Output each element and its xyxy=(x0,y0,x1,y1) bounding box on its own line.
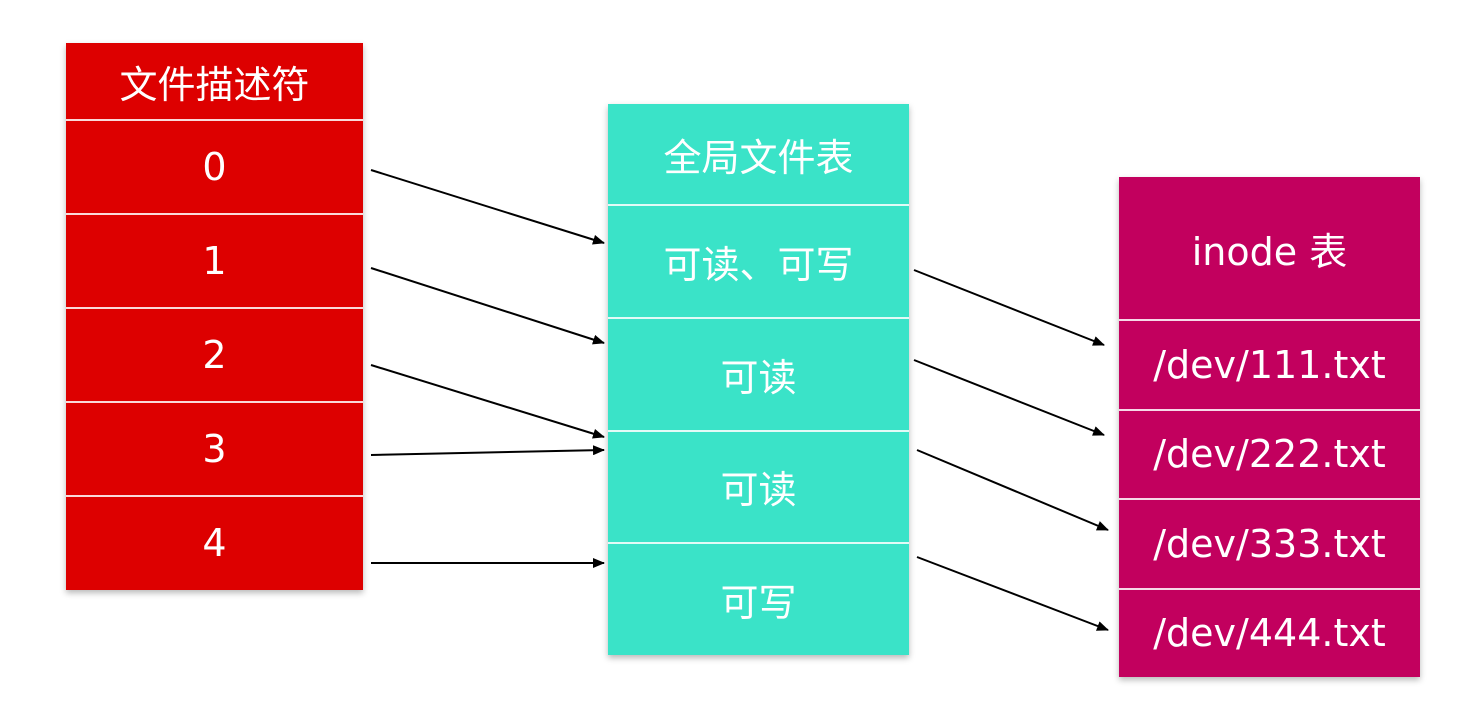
fd-table-header: 文件描述符 xyxy=(119,62,310,107)
inode-row-3: /dev/444.txt xyxy=(1119,587,1420,678)
inode-table-header: inode 表 xyxy=(1191,229,1348,274)
global-row-2: 可读 xyxy=(608,429,909,543)
arrow-global2-to-inode2 xyxy=(916,449,1109,531)
arrow-fd2-to-global2 xyxy=(370,364,605,439)
fd-row-2: 2 xyxy=(66,307,363,401)
global-row-1: 可读 xyxy=(608,316,909,430)
inode-row-0: /dev/111.txt xyxy=(1119,319,1420,409)
arrow-fd0-to-global0 xyxy=(370,169,605,245)
inode-row-2: /dev/333.txt xyxy=(1119,498,1420,588)
global-table-header: 全局文件表 xyxy=(663,135,854,180)
global-row-0: 可读、可写 xyxy=(608,204,909,317)
arrow-global3-to-inode3 xyxy=(916,556,1109,631)
arrow-fd1-to-global1 xyxy=(370,267,605,345)
arrow-global1-to-inode1 xyxy=(913,359,1105,436)
global-file-table: 全局文件表 可读、可写 可读 可读 可写 xyxy=(608,104,909,655)
fd-row-1: 1 xyxy=(66,213,363,307)
fd-row-4: 4 xyxy=(66,495,363,589)
inode-table: inode 表 /dev/111.txt /dev/222.txt /dev/3… xyxy=(1119,177,1420,677)
arrow-fd3-to-global2 xyxy=(370,445,605,456)
fd-row-0: 0 xyxy=(66,119,363,213)
fd-table: 文件描述符 0 1 2 3 4 xyxy=(66,43,363,590)
arrow-global0-to-inode0 xyxy=(913,269,1105,346)
global-row-3: 可写 xyxy=(608,542,909,655)
fd-row-3: 3 xyxy=(66,401,363,495)
inode-row-1: /dev/222.txt xyxy=(1119,408,1420,499)
